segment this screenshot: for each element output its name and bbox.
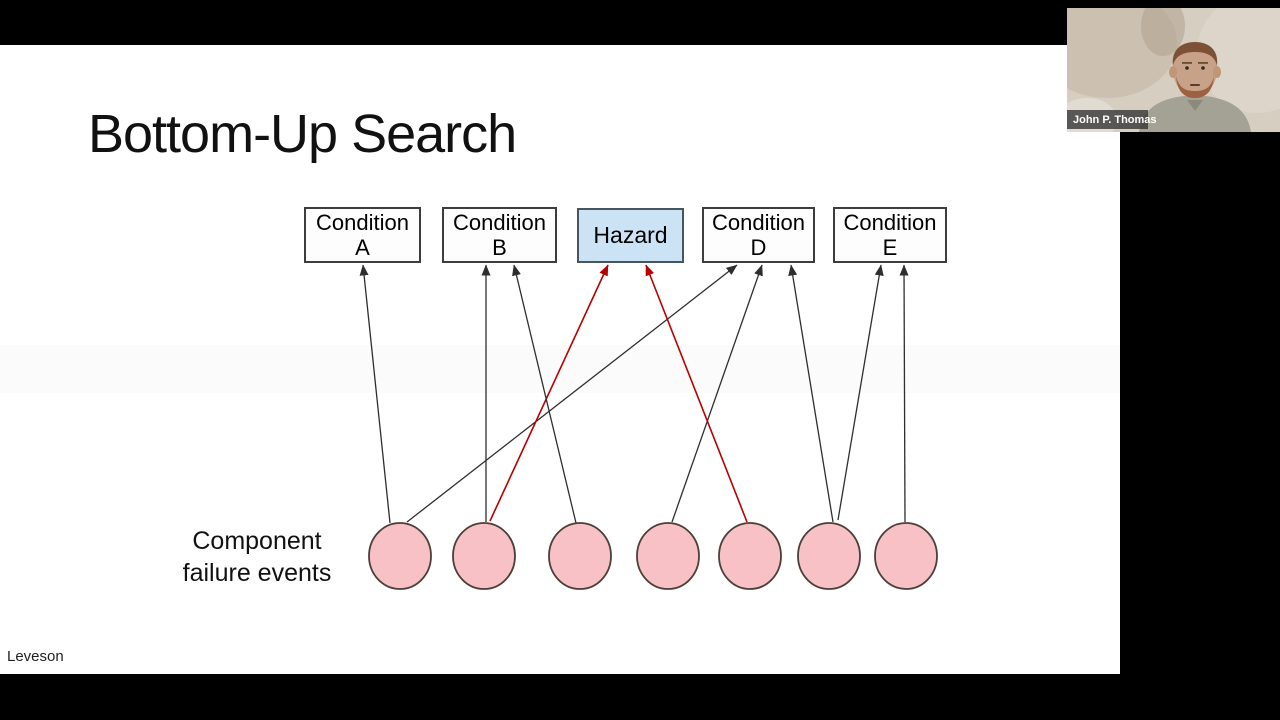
edge-circle6-to-condition-d <box>788 264 834 523</box>
edge-circle4-to-condition-d <box>671 264 763 523</box>
box-condition-b-label: B <box>492 235 507 260</box>
diagram-edges <box>359 264 909 524</box>
webcam-person-image <box>1067 8 1280 132</box>
box-condition-a-label: Condition <box>316 210 409 235</box>
component-failure-event-1 <box>368 522 432 590</box>
participant-name-badge: John P. Thomas <box>1067 110 1157 129</box>
component-failure-event-2 <box>452 522 516 590</box>
component-failure-event-4 <box>636 522 700 590</box>
component-failure-events-label: Component failure events <box>148 525 366 589</box>
box-hazard: Hazard <box>577 208 684 263</box>
box-condition-a-label: A <box>355 235 370 260</box>
edge-circle6-to-condition-e <box>837 264 884 521</box>
component-label-line1: Component <box>192 527 322 555</box>
box-condition-d-label: D <box>750 235 767 260</box>
box-condition-e-label: Condition <box>843 210 937 235</box>
attribution-text: Leveson <box>7 648 64 665</box>
box-condition-d-label: Condition <box>712 210 805 235</box>
webcam-video-tile[interactable]: John P. Thomas <box>1067 8 1280 132</box>
edge-circle7-to-condition-e <box>899 264 909 523</box>
bottom-up-search-diagram <box>359 264 938 590</box>
component-failure-event-5 <box>718 522 782 590</box>
slide-title: Bottom-Up Search <box>88 104 517 164</box>
box-condition-b-label: Condition <box>453 210 546 235</box>
component-failure-event-6 <box>797 522 861 590</box>
box-hazard-label: Hazard <box>593 222 668 248</box>
edge-circle3-to-condition-b <box>512 264 577 524</box>
edge-circle1-to-condition-a <box>359 264 391 524</box>
edge-circle5-to-hazard <box>645 264 748 523</box>
failure-event-circles <box>368 522 938 590</box>
box-condition-e-label: E <box>882 235 898 260</box>
edge-circle1-to-condition-d <box>406 264 738 523</box>
component-failure-event-7 <box>874 522 938 590</box>
component-failure-event-3 <box>548 522 612 590</box>
edge-circle2-to-hazard <box>489 264 609 522</box>
component-label-line2: failure events <box>182 559 332 587</box>
